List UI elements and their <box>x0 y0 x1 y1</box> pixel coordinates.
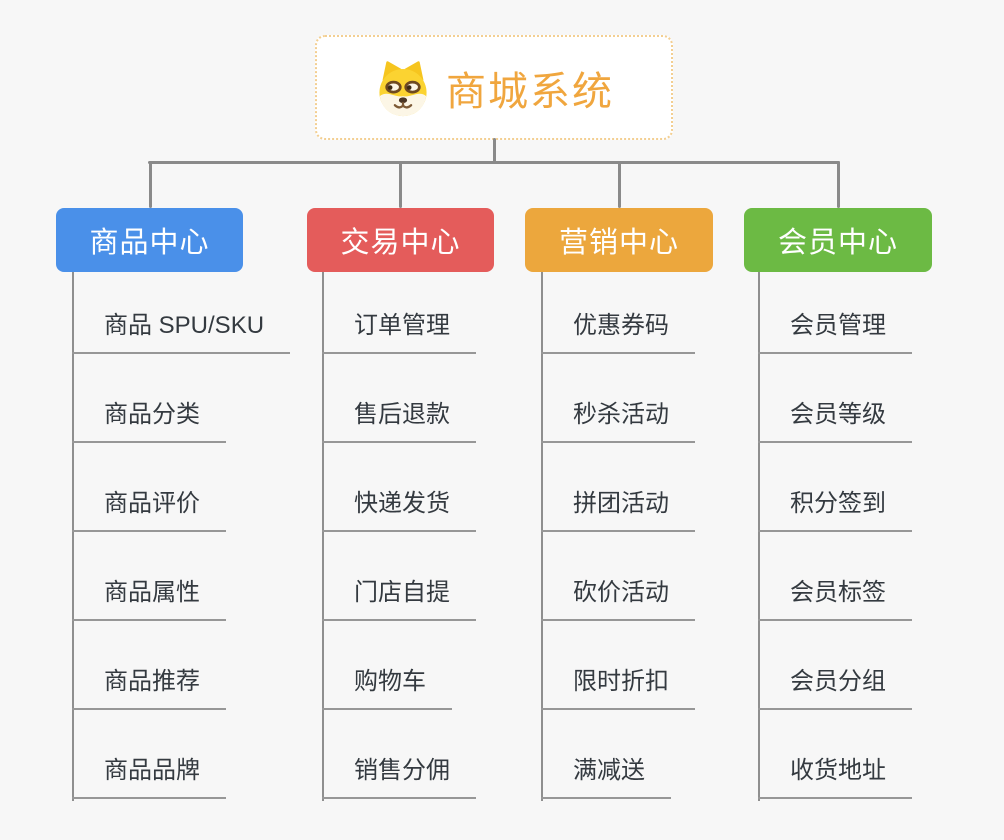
child-node[interactable]: 商品分类 <box>72 399 226 443</box>
child-node[interactable]: 商品品牌 <box>72 755 226 799</box>
child-node[interactable]: 积分签到 <box>758 488 912 532</box>
connector-drop-3 <box>618 161 621 208</box>
child-node[interactable]: 砍价活动 <box>541 577 695 621</box>
child-node[interactable]: 商品评价 <box>72 488 226 532</box>
connector-drop-1 <box>149 161 152 208</box>
connector-drop-4 <box>837 161 840 208</box>
connector-spine-trade <box>322 272 324 801</box>
child-node[interactable]: 会员分组 <box>758 666 912 710</box>
branch-node-product-center[interactable]: 商品中心 <box>56 208 243 272</box>
child-node[interactable]: 快递发货 <box>322 488 476 532</box>
child-node[interactable]: 限时折扣 <box>541 666 695 710</box>
connector-spine-member <box>758 272 760 801</box>
child-node[interactable]: 会员管理 <box>758 310 912 354</box>
connector-spine-product <box>72 272 74 801</box>
connector-drop-2 <box>399 161 402 208</box>
connector-horizontal-bar <box>148 161 840 164</box>
shiba-dog-icon <box>379 60 427 116</box>
child-node[interactable]: 收货地址 <box>758 755 912 799</box>
child-node[interactable]: 销售分佣 <box>322 755 476 799</box>
branch-node-marketing-center[interactable]: 营销中心 <box>525 208 713 272</box>
child-node[interactable]: 优惠券码 <box>541 310 695 354</box>
connector-spine-marketing <box>541 272 543 801</box>
child-node[interactable]: 商品 SPU/SKU <box>72 310 291 354</box>
root-node[interactable]: 商城系统 <box>315 35 673 140</box>
child-node[interactable]: 会员等级 <box>758 399 912 443</box>
connector-root-stem <box>493 138 496 163</box>
child-node[interactable]: 订单管理 <box>322 310 476 354</box>
branch-node-member-center[interactable]: 会员中心 <box>744 208 932 272</box>
child-node[interactable]: 商品属性 <box>72 577 226 621</box>
branch-node-trade-center[interactable]: 交易中心 <box>307 208 494 272</box>
child-node[interactable]: 秒杀活动 <box>541 399 695 443</box>
root-title: 商城系统 <box>446 69 614 114</box>
child-node[interactable]: 售后退款 <box>322 399 476 443</box>
child-node[interactable]: 满减送 <box>541 755 671 799</box>
child-node[interactable]: 购物车 <box>322 666 452 710</box>
child-node[interactable]: 门店自提 <box>322 577 476 621</box>
child-node[interactable]: 拼团活动 <box>541 488 695 532</box>
child-node[interactable]: 会员标签 <box>758 577 912 621</box>
child-node[interactable]: 商品推荐 <box>72 666 226 710</box>
